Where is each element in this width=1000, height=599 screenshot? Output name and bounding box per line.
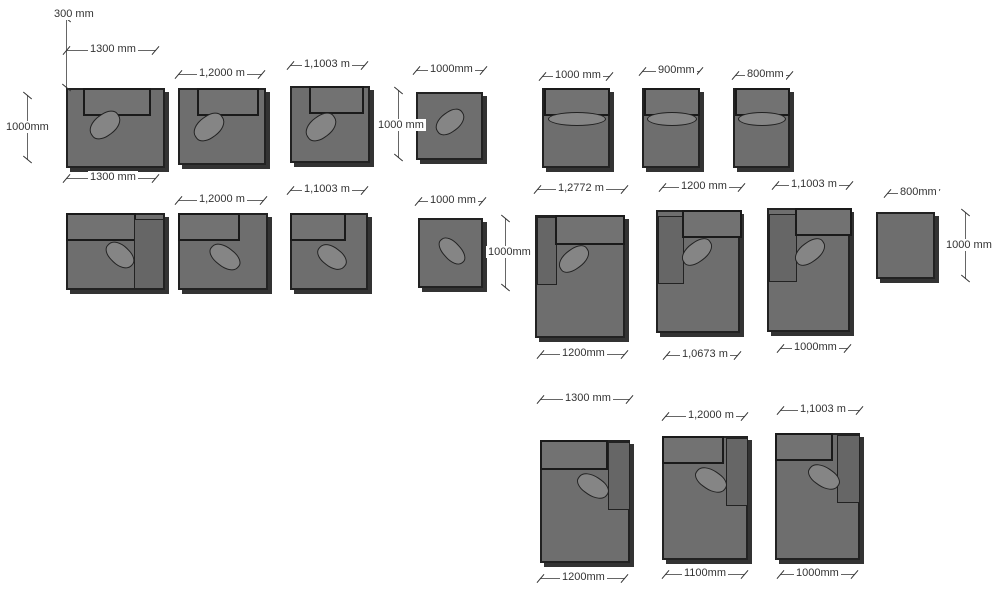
dim-label: 1000mm [486,246,533,258]
sofa-module-1100 [290,86,370,163]
dim-label: 1000mm [428,63,475,75]
dim-label: 1200 mm [679,180,729,192]
pillow [554,241,594,277]
sofa-backrest [66,213,136,241]
dim-label: 1300 mm [563,392,613,404]
sofa-module-corner-1000 [416,92,483,160]
sofa-backrest [662,436,724,464]
sofa-backrest [555,215,625,245]
dim-label: 1000 mm [553,69,603,81]
pillow [101,236,139,274]
pillow [431,104,469,140]
dim-label: 1,0673 m [680,348,730,360]
sofa-module-corner-1300 [66,88,165,168]
ottoman-module-800 [876,212,935,279]
dim-label: 1000mm [4,121,51,133]
sofa-backrest [682,210,742,238]
sofa-backrest [178,213,240,241]
dim-label: 1000 mm [428,194,478,206]
chaise-right-module-1200 [662,436,748,560]
sofa-module-1200 [178,88,266,165]
dimension-line [66,18,67,88]
dim-label: 1,1003 m [302,183,352,195]
dim-label: 1,1003 m [302,58,352,70]
chaise-right-module-1300 [540,440,630,563]
sofa-backrest [197,88,259,116]
sofa-module-right-1100 [290,213,368,290]
dim-label: 1200mm [560,347,607,359]
sofa-backrest [775,433,833,461]
pillow [647,112,697,126]
dim-label: 1,1003 m [789,178,839,190]
dim-label: 1,2000 m [686,409,736,421]
sofa-armrest [658,216,684,284]
pillow [548,112,606,126]
sofa-armrest [608,442,630,510]
dim-label: 1300 mm [88,43,138,55]
dim-label: 1200mm [560,571,607,583]
dim-label: 1000 mm [944,239,994,251]
chaise-module-1277 [535,215,625,338]
dim-label: 1,2000 m [197,193,247,205]
dim-label: 1300 mm [88,171,138,183]
sofa-armrest [769,214,797,282]
sofa-armrest [537,217,557,285]
pillow [205,238,245,276]
sofa-backrest [309,86,364,114]
sofa-module-armless-800 [733,88,790,168]
dim-label: 1000mm [794,567,841,579]
sofa-backrest [795,208,852,236]
sofa-module-right-1200 [178,213,268,290]
sofa-armrest [726,438,748,506]
sofa-armrest [837,435,860,503]
dim-label: 1,1003 m [798,403,848,415]
chaise-module-1200 [656,210,742,333]
sofa-module-armless-1000 [542,88,610,168]
dim-label: 1000mm [792,341,839,353]
dim-label: 900mm [656,64,697,76]
sofa-module-corner-right-1300 [66,213,165,290]
chaise-module-1100 [767,208,852,332]
dim-label: 1000 mm [376,119,426,131]
pillow [691,462,731,498]
dim-label: 1,2772 m [556,182,606,194]
dim-label: 300 mm [52,8,96,20]
sofa-module-corner-right-1000 [418,218,483,288]
dim-label: 1,2000 m [197,67,247,79]
pillow [738,112,786,126]
chaise-right-module-1100 [775,433,860,560]
dim-label: 1100mm [682,567,728,579]
pillow [573,468,613,504]
pillow [434,232,470,270]
sofa-module-armless-900 [642,88,700,168]
pillow [313,239,351,275]
sofa-backrest [290,213,346,241]
dim-label: 800mm [898,186,939,198]
sofa-backrest [540,440,608,470]
dim-label: 800mm [745,68,786,80]
sofa-armrest [134,219,164,289]
